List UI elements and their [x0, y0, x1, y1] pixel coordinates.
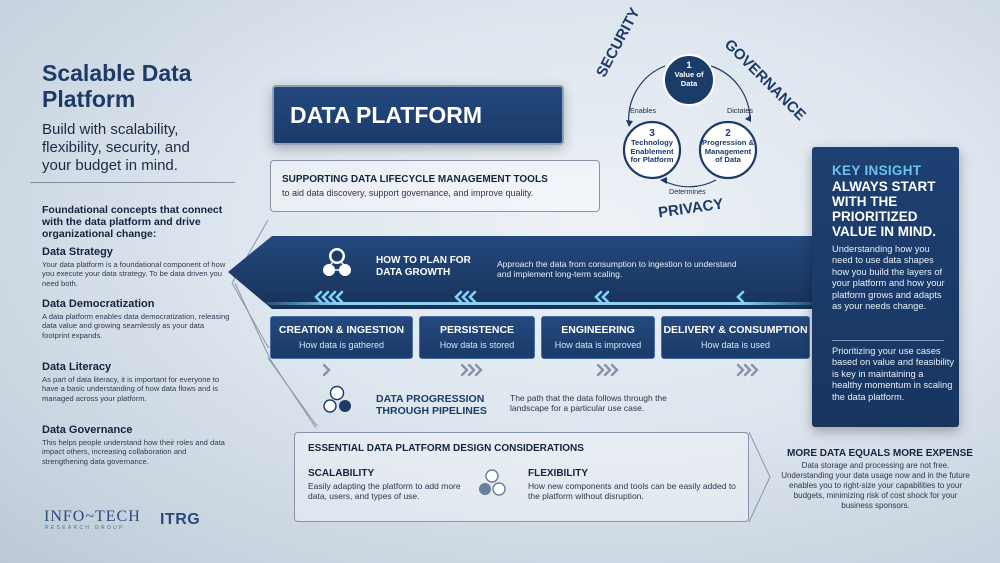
tools-text: to aid data discovery, support governanc…	[282, 188, 534, 198]
node-line: Technology	[630, 137, 674, 147]
progression-text: The path that the data follows through t…	[510, 393, 667, 413]
node-line: Value of	[674, 69, 704, 79]
expense-title: MORE DATA EQUALS MORE EXPENSE	[787, 448, 973, 459]
key-insight-panel	[812, 147, 959, 427]
stage-name: DELIVERY & CONSUMPTION	[663, 324, 808, 336]
stage-persistence: PERSISTENCE How data is stored	[419, 316, 535, 359]
page-subtitle: Build with scalability, flexibility, sec…	[42, 121, 190, 174]
design-considerations-box	[294, 432, 749, 522]
progression-title: DATA PROGRESSION THROUGH PIPELINES	[376, 393, 487, 417]
concept-title: Data Governance	[42, 424, 133, 436]
stage-engineering: ENGINEERING How data is improved	[541, 316, 655, 359]
divider	[30, 182, 235, 183]
cycle-node-progression-label: 2 Progression & Management of Data	[701, 128, 755, 165]
plan-title-line: DATA GROWTH	[376, 267, 451, 278]
stage-name: PERSISTENCE	[439, 324, 515, 336]
cycle-node-value-label: 1 Value of Data	[667, 60, 711, 88]
concept-text: A data platform enables data democratiza…	[42, 312, 230, 340]
plan-title-line: HOW TO PLAN FOR	[376, 255, 471, 266]
concept-title: Data Literacy	[42, 361, 112, 373]
itrg-logo: ITRG	[160, 511, 201, 528]
people-network-icon	[479, 469, 506, 496]
chevrons-left-icon	[314, 290, 745, 304]
concept-data-democratization: Data Democratization A data platform ena…	[42, 298, 232, 340]
page-title: Scalable Data Platform	[42, 60, 192, 112]
concept-title: Data Strategy	[42, 246, 113, 258]
concepts-intro: Foundational concepts that connect with …	[42, 204, 223, 240]
concept-data-strategy: Data Strategy Your data platform is a fo…	[42, 246, 232, 288]
plan-band	[228, 236, 812, 309]
expense-text: Data storage and processing are not free…	[781, 461, 970, 510]
tools-title: SUPPORTING DATA LIFECYCLE MANAGEMENT TOO…	[282, 174, 548, 185]
flexibility-title: FLEXIBILITY	[528, 468, 588, 479]
people-network-icon	[323, 385, 351, 413]
data-platform-title: DATA PLATFORM	[290, 102, 483, 128]
key-insight-label: KEY INSIGHT	[832, 163, 922, 178]
key-insight-paragraph: Prioritizing your use cases based on val…	[832, 346, 954, 402]
progression-title-line: THROUGH PIPELINES	[376, 405, 487, 417]
progression-title-line: DATA PROGRESSION	[376, 393, 485, 405]
node-line: for Platform	[630, 155, 674, 165]
cycle-node-technology	[622, 120, 682, 180]
cycle-node-technology-label: 3 Technology Enablement for Platform	[625, 128, 679, 165]
outline-diagonal	[234, 282, 271, 360]
concept-title: Data Democratization	[42, 298, 155, 310]
stage-sub: How data is used	[700, 340, 771, 350]
infotech-logo-subtitle: RESEARCH GROUP	[45, 525, 125, 531]
concept-data-literacy: Data Literacy As part of data literacy, …	[42, 361, 232, 403]
node-number: 3	[649, 128, 655, 139]
data-platform-banner	[272, 85, 564, 145]
outline-diagonal	[269, 358, 317, 429]
glow-line	[250, 302, 830, 305]
node-line: Data	[680, 78, 698, 88]
stage-name: ENGINEERING	[561, 324, 635, 336]
stage-sub: How data is gathered	[298, 340, 385, 350]
scalability-title: SCALABILITY	[308, 468, 375, 479]
node-number: 1	[686, 60, 692, 71]
edge-dictates: Dictates	[727, 106, 753, 115]
node-number: 2	[725, 128, 731, 139]
stage-creation-ingestion: CREATION & INGESTION How data is gathere…	[270, 316, 413, 359]
divider	[832, 340, 944, 341]
stage-sub: How data is improved	[554, 340, 642, 350]
stage-name: CREATION & INGESTION	[278, 324, 405, 336]
concept-text: Your data platform is a foundational com…	[42, 260, 226, 288]
infotech-logo: INFO~TECH	[44, 508, 141, 525]
stage-delivery-consumption: DELIVERY & CONSUMPTION How data is used	[661, 316, 810, 359]
node-line: Enablement	[630, 146, 674, 156]
node-line: Management	[704, 146, 752, 156]
cycle-node-value	[663, 54, 715, 106]
concept-text: This helps people understand how their r…	[42, 438, 225, 466]
plan-title: HOW TO PLAN FOR DATA GROWTH	[376, 255, 471, 279]
edge-enables: Enables	[630, 106, 656, 115]
stage-sub: How data is stored	[439, 340, 515, 350]
node-line: Progression &	[702, 137, 754, 147]
concept-text: As part of data literacy, it is importan…	[42, 375, 220, 403]
chevrons-right-icon	[322, 363, 759, 377]
outline-chevron	[748, 431, 771, 523]
edge-determines: Determines	[669, 187, 706, 196]
concept-data-governance: Data Governance This helps people unders…	[42, 424, 232, 466]
cycle-arrows	[628, 65, 751, 188]
design-considerations-title: ESSENTIAL DATA PLATFORM DESIGN CONSIDERA…	[308, 443, 584, 454]
flexibility-text: How new components and tools can be easi…	[528, 481, 736, 501]
key-insight-paragraph: Understanding how you need to use data s…	[832, 244, 945, 312]
arrowheads	[626, 115, 751, 184]
plan-text: Approach the data from consumption to in…	[497, 259, 737, 279]
cycle-node-progression	[698, 120, 758, 180]
tools-box	[270, 160, 600, 212]
scalability-text: Easily adapting the platform to add more…	[308, 481, 461, 501]
people-network-icon	[323, 248, 351, 276]
key-insight-headline: ALWAYS START WITH THE PRIORITIZED VALUE …	[832, 179, 936, 239]
node-line: of Data	[715, 155, 741, 165]
